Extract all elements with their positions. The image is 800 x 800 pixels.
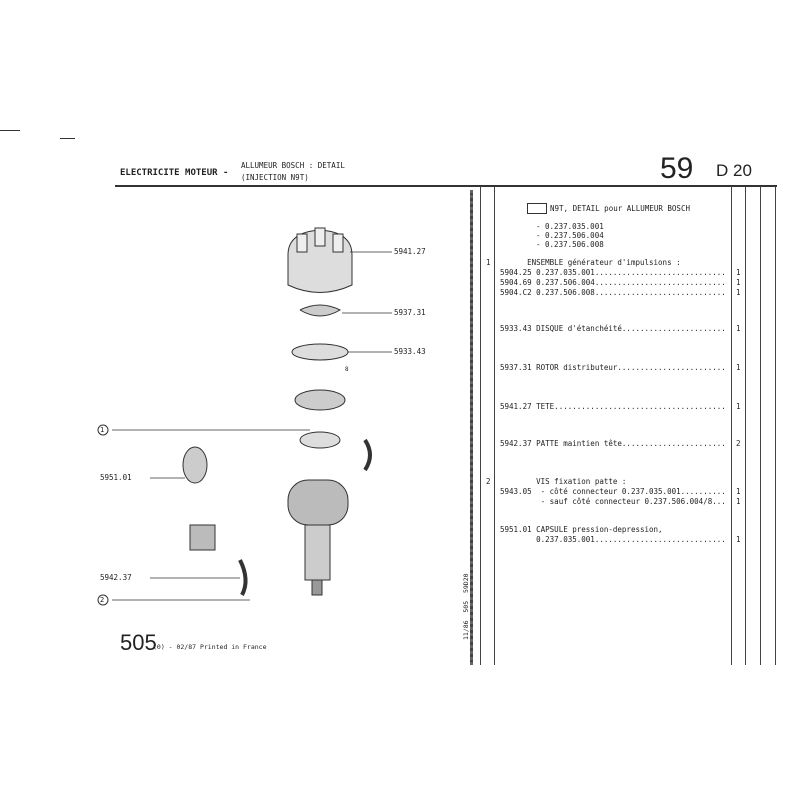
quantity: 1: [736, 324, 741, 333]
table-row: VIS fixation patte :: [500, 477, 627, 486]
retaining-clip: [363, 438, 372, 472]
variant: - 0.237.506.008: [536, 240, 604, 249]
table-row: 5937.31 ROTOR distributeur..............…: [500, 363, 726, 372]
table-row: 5951.01 CAPSULE pression-depression,: [500, 525, 663, 534]
pulse-generator: [294, 389, 346, 449]
quantity: 1: [736, 288, 741, 297]
table-row: ENSEMBLE générateur d'impulsions :: [500, 258, 681, 267]
label-5941-27: 5941.27: [394, 247, 426, 256]
exploded-diagram: [97, 227, 392, 606]
quantity: 1: [736, 487, 741, 496]
section-title: ELECTRICITE MOTEUR -: [120, 168, 229, 178]
label-5951-01: 5951.01: [100, 473, 132, 482]
table-row: 5904.25 0.237.035.001...................…: [500, 268, 726, 277]
column-rule: [494, 187, 495, 665]
variant: - 0.237.035.001: [536, 222, 604, 231]
callout-1: 1: [100, 426, 105, 434]
table-row: 5941.27 TETE............................…: [500, 402, 726, 411]
header-rule: [115, 185, 777, 187]
table-row: 5904.69 0.237.506.004...................…: [500, 278, 726, 287]
margin-mark: [0, 130, 20, 131]
distributor-body: [287, 479, 349, 596]
margin-mark: [60, 138, 75, 139]
column-rule: [731, 187, 732, 665]
label-5937-31: 5937.31: [394, 308, 426, 317]
rotor: [299, 304, 342, 317]
callout-1-circle: [97, 424, 109, 436]
column-rule: [775, 187, 776, 665]
quantity: 1: [736, 497, 741, 506]
quantity: 1: [736, 535, 741, 544]
table-row: 5933.43 DISQUE d'étanchéité.............…: [500, 324, 726, 333]
subtitle-line1: ALLUMEUR BOSCH : DETAIL: [241, 161, 345, 170]
label-5942-37: 5942.37: [100, 573, 132, 582]
variant: - 0.237.506.004: [536, 231, 604, 240]
callout-2: 2: [100, 596, 105, 604]
leader-lines: [112, 251, 392, 601]
connector: [189, 524, 216, 551]
column-rule: [760, 187, 761, 665]
group-number: 59: [660, 152, 694, 185]
vehicle-icon: [527, 203, 547, 214]
quantity: 1: [736, 363, 741, 372]
callout-2-circle: [97, 594, 109, 606]
seal-disc: [291, 343, 349, 361]
table-row: 5904.C2 0.237.506.008...................…: [500, 288, 726, 297]
page-code: D 20: [716, 161, 752, 180]
column-rule: [480, 187, 481, 665]
label-5933-43: 5933.43: [394, 347, 426, 356]
print-note: (0) - 02/87 Printed in France: [153, 643, 267, 651]
subtitle-line2: (INJECTION N9T): [241, 173, 309, 182]
ruler: [470, 190, 473, 665]
table-row: 5942.37 PATTE maintien tête.............…: [500, 439, 726, 448]
table-row: 0.237.035.001...........................…: [500, 535, 726, 544]
item-ref: 2: [486, 477, 491, 486]
quantity: 2: [736, 439, 741, 448]
table-row: - sauf côté connecteur 0.237.506.004/8..…: [500, 497, 726, 506]
quantity: 1: [736, 278, 741, 287]
item-ref: 1: [486, 258, 491, 267]
retaining-clip: [238, 559, 248, 596]
quantity: 1: [736, 268, 741, 277]
table-row: 5943.05 - côté connecteur 0.237.035.001.…: [500, 487, 726, 496]
callout-8: 8: [345, 366, 349, 373]
model-number: 505: [120, 630, 157, 655]
column-rule: [745, 187, 746, 665]
table-title: N9T, DETAIL pour ALLUMEUR BOSCH: [550, 204, 690, 213]
vacuum-capsule: [182, 446, 208, 484]
quantity: 1: [736, 402, 741, 411]
distributor-cap: [287, 227, 353, 293]
